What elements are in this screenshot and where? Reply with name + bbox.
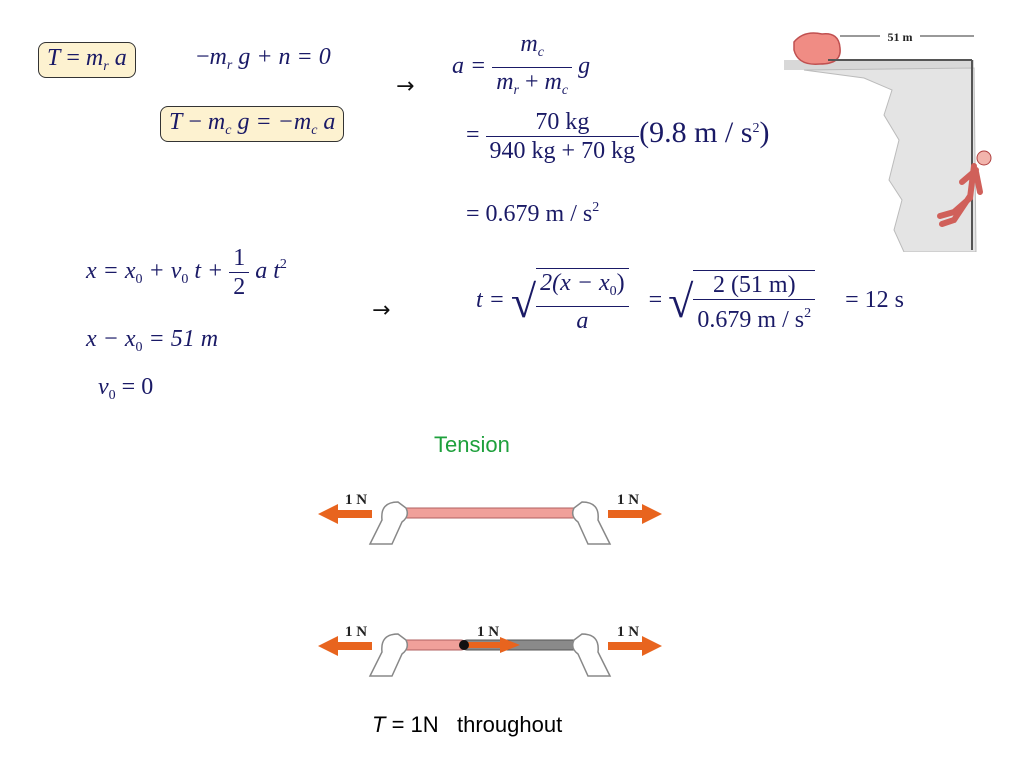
arrow-implies-2: → [372,298,391,323]
equation-initial-velocity: v0 = 0 [98,374,154,403]
left-hand [368,501,409,545]
counterweight-rock [793,32,841,65]
right-force-label: 1 N [617,624,639,640]
mid-force-arrow [466,637,520,653]
equation-acceleration-result: = 0.679 m / s2 [466,200,600,227]
cliff-ledge [784,60,974,70]
arrow-implies-1: → [396,74,415,99]
climber-body [937,163,983,227]
rope-pink [393,507,585,519]
fraction-mass-ratio: mc mr + mc [492,30,573,105]
equation-acceleration-formula: a = mc mr + mc g [452,30,590,105]
left-force-arrow [318,636,372,656]
right-hand [571,633,612,677]
cliff-face [803,67,977,252]
equation-time: t = √ 2(x − x0) a = √ 2 (51 m) 0.679 m /… [476,268,904,335]
distance-label: 51 m [888,30,913,44]
equation-displacement: x − x0 = 51 m [86,326,219,355]
sqrt-symbol-2: √ [668,276,694,327]
left-hand [368,633,409,677]
caption-rest: = 1N throughout [385,712,563,737]
fraction-time-numeric: 2 (51 m) 0.679 m / s2 [693,269,816,334]
sqrt-symbol-1: √ [510,276,537,327]
caption-T: T [372,712,386,737]
equation-acceleration-numeric: = 70 kg 940 kg + 70 kg (9.8 m / s2) [466,108,770,165]
fraction-time-general: 2(x − x0) a [536,268,629,335]
tension-diagram-split-rope: 1 N 1 N 1 N [318,624,662,677]
climber-illustration: 51 m [784,28,992,252]
equation-tension-counterweight: T − mc g = −mc a [160,106,345,142]
right-hand [571,501,612,545]
left-force-arrow [318,504,372,524]
tension-diagram-single-rope: 1 N 1 N [318,492,662,545]
right-force-arrow [608,504,662,524]
climber-head [976,150,992,166]
left-force-label: 1 N [345,624,367,640]
mid-force-label: 1 N [477,624,499,640]
tension-title: Tension [434,432,510,457]
equation-tension-climber: T = mr a [38,42,136,78]
left-force-label: 1 N [345,492,367,508]
equation-normal-force: −mr g + n = 0 [196,44,331,73]
fraction-mass-values: 70 kg 940 kg + 70 kg [485,108,640,165]
right-force-arrow [608,636,662,656]
right-force-label: 1 N [617,492,639,508]
tension-caption: T = 1N throughout [372,712,562,738]
rope-junction-point [459,640,469,650]
